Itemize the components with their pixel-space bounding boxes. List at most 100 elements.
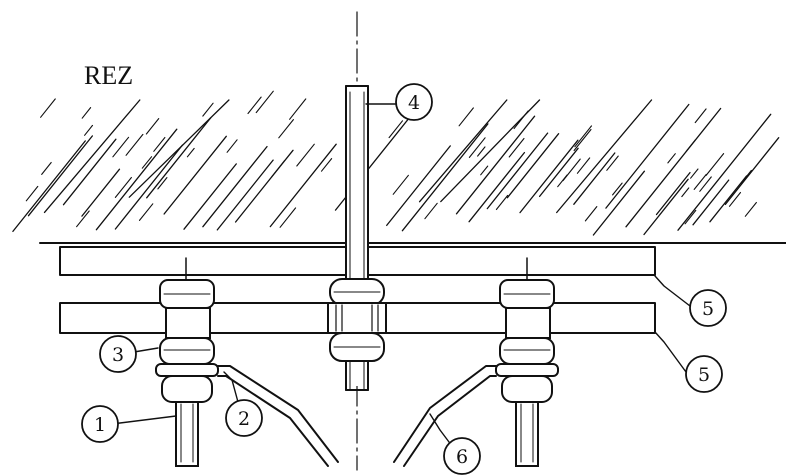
hatch-stroke <box>186 147 195 158</box>
hatch-stroke <box>740 169 752 184</box>
section-title: REZ <box>84 61 133 90</box>
right-bolt-assembly <box>495 257 559 467</box>
svg-text:3: 3 <box>112 344 124 366</box>
hatch-stroke <box>424 202 438 220</box>
hatch-stroke <box>690 168 699 179</box>
callout-5-upper: 5 <box>689 289 727 327</box>
hatch-stroke <box>684 209 697 225</box>
hatch-stroke <box>146 117 212 199</box>
hatch-stroke <box>279 207 297 228</box>
hatch-stroke <box>612 182 623 196</box>
hatch-stroke <box>574 125 593 148</box>
hatch-stroke <box>468 151 526 223</box>
hatch-stroke <box>12 140 86 233</box>
hatch-stroke <box>183 163 237 230</box>
hatch-stroke <box>125 133 144 156</box>
hatch-stroke <box>62 138 117 206</box>
hatch-stroke <box>401 123 489 232</box>
hatch-stroke <box>513 110 529 130</box>
svg-text:2: 2 <box>238 408 250 430</box>
hatch-stroke <box>692 179 730 226</box>
hatch-stroke <box>138 203 154 221</box>
hatch-stroke <box>458 107 474 127</box>
hatch-stroke <box>468 137 486 158</box>
hatch-stroke <box>296 143 315 167</box>
hatch-stroke <box>145 118 160 135</box>
hatch-stroke <box>455 115 536 215</box>
hatch-stroke <box>418 99 508 203</box>
hatch-stroke <box>486 132 549 210</box>
hatch-stroke <box>112 136 130 158</box>
hatch-stroke <box>114 176 132 198</box>
callout-1: 1 <box>81 405 119 443</box>
hatch-stroke <box>667 153 676 164</box>
hatch-stroke <box>386 145 451 227</box>
hatch-stroke <box>255 90 274 114</box>
hatch-stroke <box>576 157 591 174</box>
svg-text:6: 6 <box>456 446 468 468</box>
hatch-stroke <box>41 161 52 175</box>
hatch-stroke <box>694 108 707 124</box>
hatch-stroke <box>606 155 619 171</box>
callout-5-lower: 5 <box>685 355 723 393</box>
hatch-stroke <box>226 139 238 153</box>
hatch-stroke <box>153 136 166 152</box>
hatch-stroke <box>508 137 525 158</box>
hatch-stroke <box>693 173 707 190</box>
hatch-stroke <box>84 124 94 136</box>
hatch-stroke <box>477 146 486 157</box>
hatch-stroke <box>705 153 725 176</box>
callout-6: 6 <box>443 437 481 475</box>
hatch-stroke <box>709 175 748 223</box>
hatch-stroke <box>724 137 780 206</box>
hatch-stroke <box>592 170 646 236</box>
hatch-stroke <box>685 139 696 152</box>
callout-3: 3 <box>99 335 137 373</box>
center-nut-assembly <box>327 278 387 362</box>
hatch-stroke <box>655 171 691 216</box>
hatch-stroke <box>556 99 653 214</box>
hatch-stroke <box>81 168 121 217</box>
hatch-stroke <box>320 158 333 172</box>
hatch-stroke <box>584 206 598 222</box>
hatch-stroke <box>278 119 294 139</box>
slab-hatching <box>12 90 780 236</box>
hatch-stroke <box>506 133 560 199</box>
svg-text:5: 5 <box>698 364 710 386</box>
hatch-stroke <box>216 159 274 231</box>
hatch-stroke <box>562 158 581 182</box>
svg-text:4: 4 <box>408 92 420 114</box>
left-bolt-assembly <box>155 257 219 467</box>
ceiling-slab <box>12 90 786 244</box>
hatch-stroke <box>247 96 262 115</box>
hatch-stroke <box>573 128 592 152</box>
svg-text:5: 5 <box>702 298 714 320</box>
hatch-stroke <box>388 120 404 139</box>
hatch-stroke <box>27 135 94 217</box>
svg-text:1: 1 <box>94 414 106 436</box>
hatch-stroke <box>681 187 690 198</box>
hatch-stroke <box>95 128 178 231</box>
hatch-stroke <box>43 99 141 214</box>
hatch-stroke <box>271 160 285 178</box>
hatch-stroke <box>728 191 742 207</box>
hatch-stroke <box>744 201 757 217</box>
hatch-stroke <box>699 176 712 192</box>
callout-2: 2 <box>225 399 263 437</box>
hatch-stroke <box>677 113 772 231</box>
callout-4: 4 <box>395 83 433 121</box>
hatch-stroke <box>625 107 722 228</box>
hatch-stroke <box>392 174 409 195</box>
hatch-stroke <box>81 107 92 119</box>
hatch-stroke <box>76 210 90 228</box>
hatch-stroke <box>495 194 509 211</box>
hatch-stroke <box>157 177 168 190</box>
angled-bracket-right <box>393 365 497 467</box>
hatch-stroke <box>141 156 153 169</box>
hatch-stroke <box>202 102 214 117</box>
hatch-stroke <box>289 98 307 120</box>
hatch-stroke <box>519 139 579 214</box>
hatch-stroke <box>643 178 689 236</box>
